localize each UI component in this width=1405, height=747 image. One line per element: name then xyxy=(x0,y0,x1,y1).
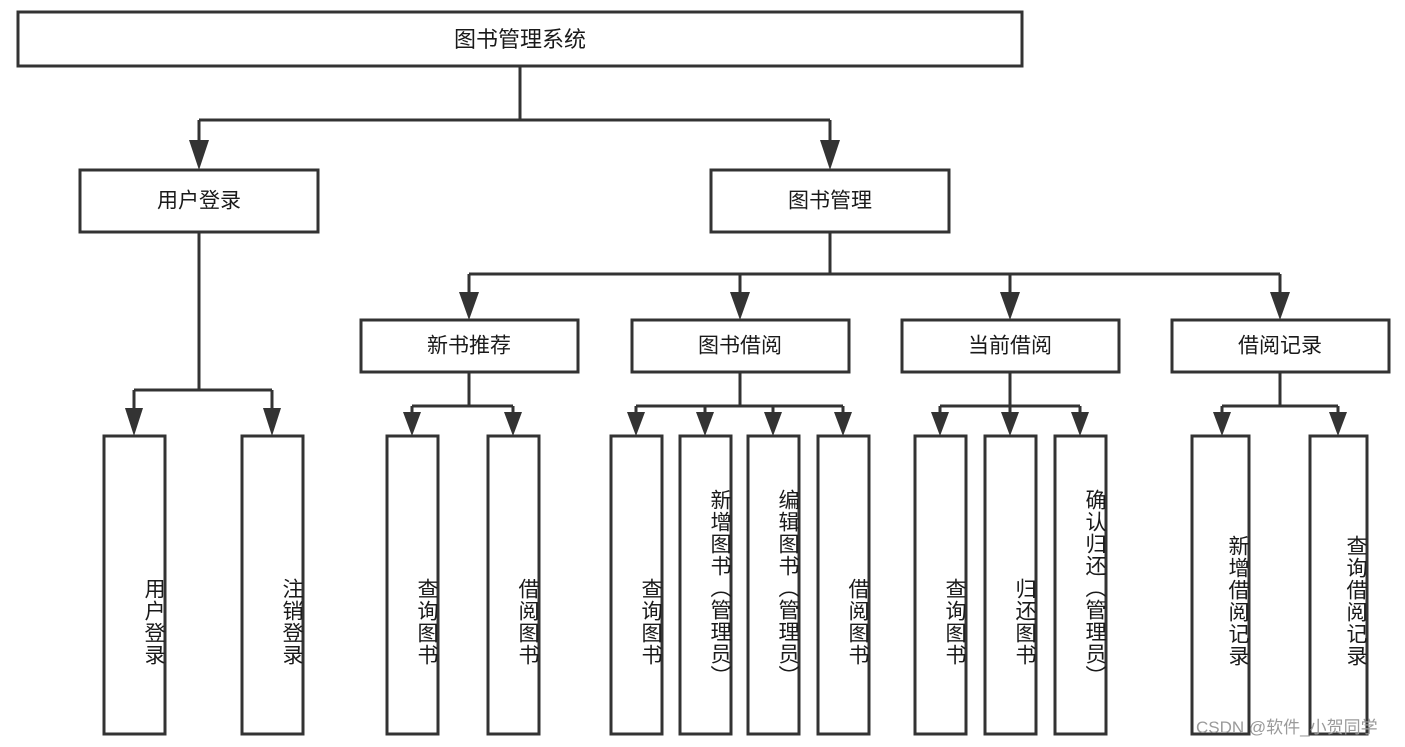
leaf-box-edit-book[interactable] xyxy=(746,434,801,736)
node-book-borrow[interactable]: 图书借阅 xyxy=(630,318,851,374)
arrowhead-leaf-edit-book xyxy=(764,412,782,436)
leaf-box-logout-login[interactable] xyxy=(240,434,305,736)
node-book-borrow-box[interactable] xyxy=(630,318,851,374)
node-current-borrow-box[interactable] xyxy=(900,318,1121,374)
node-borrow-record-box[interactable] xyxy=(1170,318,1391,374)
node-user-login-label: 用户登录 xyxy=(157,190,241,213)
arrowhead-leaf-borrow-book-2 xyxy=(834,412,852,436)
arrowhead-leaf-query-record xyxy=(1329,412,1347,436)
connector-layer xyxy=(125,66,1347,436)
arrowhead-to-new-book-recommend xyxy=(459,292,479,320)
arrowhead-to-current-borrow xyxy=(1000,292,1020,320)
arrowhead-leaf-add-record xyxy=(1213,412,1231,436)
node-title-label: 图书管理系统 xyxy=(454,27,586,52)
arrowhead-to-borrow-record xyxy=(1270,292,1290,320)
node-book-management-label: 图书管理 xyxy=(788,190,872,213)
leaf-box-user-login[interactable] xyxy=(102,434,167,736)
node-book-management-box[interactable] xyxy=(709,168,951,234)
node-title[interactable]: 图书管理系统 xyxy=(16,10,1024,68)
node-user-login-box[interactable] xyxy=(78,168,320,234)
node-book-management[interactable]: 图书管理 xyxy=(709,168,951,234)
leaf-box-borrow-book-2[interactable] xyxy=(816,434,871,736)
leaf-box-borrow-book-1[interactable] xyxy=(486,434,541,736)
arrowhead-leaf-confirm-return xyxy=(1071,412,1089,436)
arrowhead-leaf-user-login xyxy=(125,408,143,436)
leaf-box-return-book[interactable] xyxy=(983,434,1038,736)
arrowhead-to-book-management xyxy=(820,140,840,170)
node-current-borrow-label: 当前借阅 xyxy=(968,335,1052,358)
node-new-book-recommend[interactable]: 新书推荐 xyxy=(359,318,580,374)
watermark-text: CSDN @软件_小贺同学 xyxy=(1196,718,1378,737)
arrowhead-leaf-query-book-1 xyxy=(403,412,421,436)
arrowhead-leaf-add-book xyxy=(696,412,714,436)
leaf-box-add-book[interactable] xyxy=(678,434,733,736)
arrowhead-to-book-borrow xyxy=(730,292,750,320)
leaf-box-confirm-return[interactable] xyxy=(1053,434,1108,736)
leaf-box-query-book-1[interactable] xyxy=(385,434,440,736)
leaf-box-query-book-3[interactable] xyxy=(913,434,968,736)
arrowhead-leaf-logout-login xyxy=(263,408,281,436)
leaf-box-query-book-2[interactable] xyxy=(609,434,664,736)
node-user-login[interactable]: 用户登录 xyxy=(78,168,320,234)
arrowhead-leaf-query-book-3 xyxy=(931,412,949,436)
node-book-borrow-label: 图书借阅 xyxy=(698,335,782,358)
node-new-book-recommend-box[interactable] xyxy=(359,318,580,374)
arrowhead-to-user-login xyxy=(189,140,209,170)
node-current-borrow[interactable]: 当前借阅 xyxy=(900,318,1121,374)
node-borrow-record-label: 借阅记录 xyxy=(1238,335,1322,358)
leaf-box-query-record[interactable] xyxy=(1308,434,1369,736)
node-title-box[interactable] xyxy=(16,10,1024,68)
leaf-box-add-record[interactable] xyxy=(1190,434,1251,736)
arrowhead-leaf-borrow-book-1 xyxy=(504,412,522,436)
arrowhead-leaf-query-book-2 xyxy=(627,412,645,436)
node-borrow-record[interactable]: 借阅记录 xyxy=(1170,318,1391,374)
node-new-book-recommend-label: 新书推荐 xyxy=(427,335,511,358)
arrowhead-leaf-return-book xyxy=(1001,412,1019,436)
